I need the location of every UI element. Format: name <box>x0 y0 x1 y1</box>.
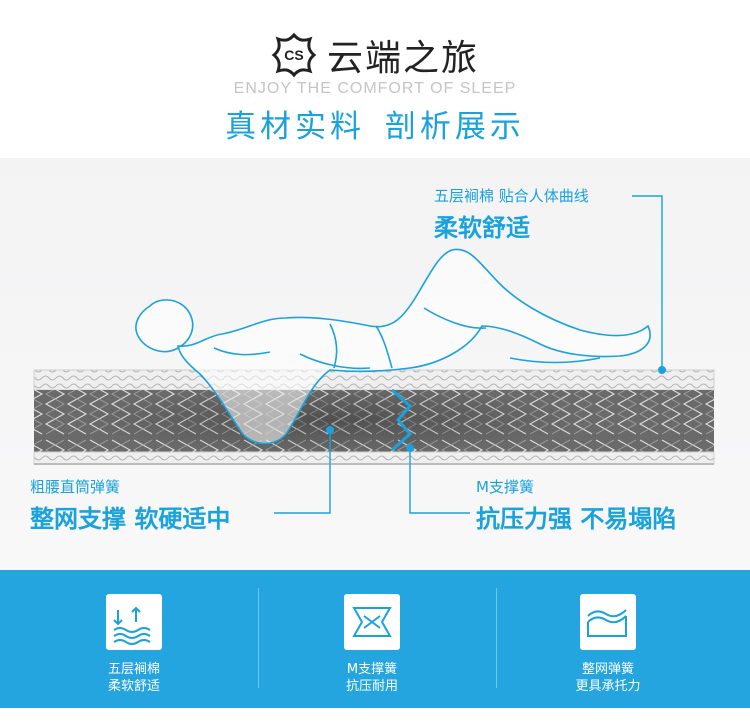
feature-item-layers: 五层裥棉 柔软舒适 <box>6 570 256 708</box>
callout-bottom-right-detail: M支撑簧 <box>476 478 534 496</box>
callout-bottom-left-title: 整网支撑 软硬适中 <box>30 505 231 533</box>
feature-tile <box>344 594 400 650</box>
feature-title: 五层裥棉 <box>107 662 160 677</box>
callout-bottom-left: 粗腰直筒弹簧 整网支撑 软硬适中 <box>30 476 230 534</box>
feature-tile <box>580 594 636 650</box>
feature-title: M支撑簧 <box>346 662 398 677</box>
callout-bottom-left-detail: 粗腰直筒弹簧 <box>30 478 121 496</box>
feature-divider <box>496 588 497 688</box>
brand: CS 云端之旅 <box>0 30 750 80</box>
feature-subtitle: 抗压耐用 <box>345 679 398 694</box>
callout-top-right-title: 柔软舒适 <box>434 214 530 242</box>
callout-bottom-right-title: 抗压力强 不易塌陷 <box>476 505 677 533</box>
feature-divider <box>258 588 259 688</box>
mattress-illustration: 五层裥棉 贴合人体曲线 柔软舒适 粗腰直筒弹簧 整网支撑 软硬适中 M支撑簧 抗… <box>0 158 750 570</box>
feature-tile <box>106 594 162 650</box>
feature-subtitle: 柔软舒适 <box>107 679 160 694</box>
footer-strip <box>0 708 750 724</box>
callout-bottom-right: M支撑簧 抗压力强 不易塌陷 <box>476 476 676 534</box>
brand-name: 云端之旅 <box>326 38 479 79</box>
feature-item-m-spring: M支撑簧 抗压耐用 <box>244 570 494 708</box>
feature-band: 五层裥棉 柔软舒适 M支撑簧 抗压耐用 整网弹簧 <box>0 570 750 708</box>
brand-logo-letters: CS <box>284 47 303 63</box>
mattress-cutaway-illustration <box>33 195 715 514</box>
callout-top-right: 五层裥棉 贴合人体曲线 柔软舒适 <box>434 185 589 243</box>
header: CS 云端之旅 ENJOY THE COMFORT OF SLEEP 真材实料 … <box>0 0 750 158</box>
feature-title: 整网弹簧 <box>581 662 634 677</box>
brand-subtitle: ENJOY THE COMFORT OF SLEEP <box>233 80 517 97</box>
feature-subtitle: 更具承托力 <box>575 679 641 694</box>
layers-arrow-icon <box>113 606 151 645</box>
m-spring-icon <box>352 607 392 637</box>
callout-top-right-detail: 五层裥棉 贴合人体曲线 <box>434 187 589 205</box>
mattress-wave-icon <box>587 609 627 637</box>
brand-logo-icon: CS <box>271 32 317 78</box>
page-headline: 真材实料 剖析展示 <box>225 109 525 145</box>
feature-item-spring-net: 整网弹簧 更具承托力 <box>480 570 730 708</box>
figure-outline <box>135 248 651 445</box>
